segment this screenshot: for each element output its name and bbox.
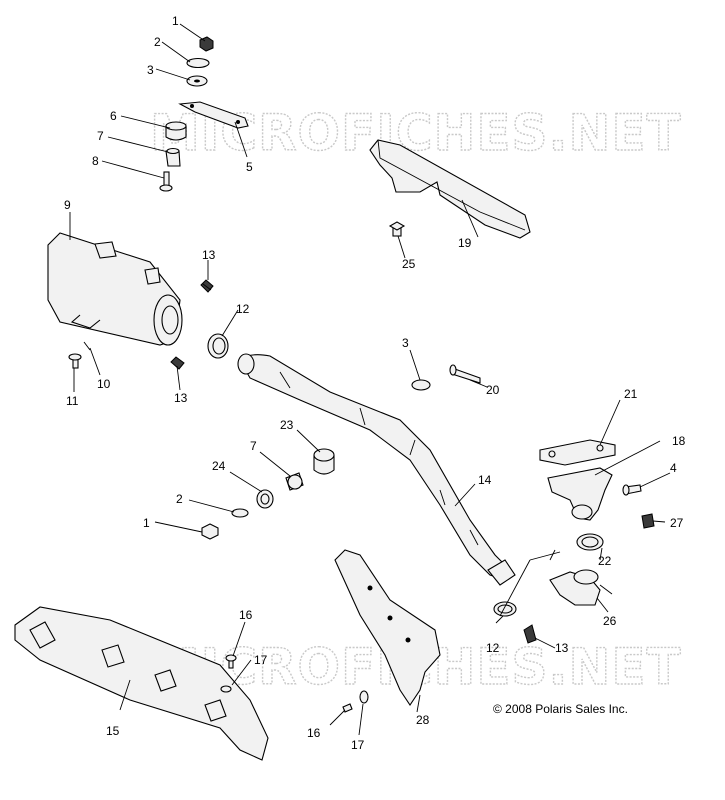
label-20: 20 (486, 383, 500, 397)
label-11: 11 (66, 394, 79, 408)
label-12-b: 12 (486, 641, 500, 655)
gasket-12-b (493, 601, 517, 617)
label-15: 15 (106, 724, 120, 738)
gasket-22 (576, 533, 604, 551)
label-17-b: 17 (351, 738, 365, 752)
heat-shield-28 (334, 549, 441, 706)
nut-1-top (199, 36, 214, 52)
label-7: 7 (97, 129, 104, 143)
label-4: 4 (670, 461, 677, 475)
copyright-notice: © 2008 Polaris Sales Inc. (493, 702, 628, 716)
label-26: 26 (603, 614, 617, 628)
washer-2-top (186, 57, 210, 69)
stud-20 (449, 364, 481, 384)
label-24: 24 (212, 459, 226, 473)
label-18: 18 (672, 434, 686, 448)
label-1-b: 1 (143, 516, 150, 530)
label-2: 2 (154, 35, 161, 49)
label-9: 9 (64, 198, 71, 212)
spring-13-a (200, 279, 214, 293)
leader-lines (69, 23, 671, 736)
label-3-b: 3 (402, 336, 409, 350)
label-2-b: 2 (176, 492, 183, 506)
muffler-9 (47, 232, 183, 346)
y-pipe-26 (549, 549, 613, 606)
label-14: 14 (478, 473, 492, 487)
spring-27 (641, 513, 655, 529)
gasket-12-a (207, 333, 229, 359)
label-22: 22 (598, 554, 612, 568)
label-5: 5 (246, 160, 253, 174)
washer-17-b (359, 690, 369, 704)
watermark-top: MICROFICHES.NET (150, 104, 682, 162)
bracket-5 (178, 101, 249, 129)
heat-shield-19 (369, 139, 531, 239)
heat-shield-15 (14, 606, 269, 761)
exhaust-manifold-18 (547, 467, 613, 521)
grommet-23 (313, 448, 335, 475)
gasket-21 (539, 439, 616, 466)
label-13: 13 (202, 248, 216, 262)
label-16-b: 16 (307, 726, 321, 740)
label-28: 28 (416, 713, 430, 727)
label-27: 27 (670, 516, 684, 530)
label-16: 16 (239, 608, 253, 622)
label-19: 19 (458, 236, 472, 250)
spring-13-c (523, 624, 537, 644)
label-3: 3 (147, 63, 154, 77)
label-8: 8 (92, 154, 99, 168)
bushing-7-mid (285, 472, 304, 491)
bolt-8 (159, 171, 173, 192)
label-25: 25 (402, 257, 416, 271)
label-7-b: 7 (250, 439, 257, 453)
head-pipe-14 (237, 353, 516, 586)
bolt-16-a (225, 654, 237, 669)
label-13-c: 13 (555, 641, 569, 655)
spring-13-b (170, 356, 185, 370)
washer-24 (256, 489, 274, 509)
washer-3-mid (411, 379, 431, 391)
callout-labels: 1 2 3 6 5 7 8 9 19 25 13 12 10 11 13 3 2… (64, 14, 686, 752)
bolt-25 (388, 221, 406, 237)
label-13-b: 13 (174, 391, 188, 405)
washer-17-a (220, 685, 232, 693)
nut-1-mid (201, 523, 219, 540)
bushing-7-top (165, 147, 181, 167)
label-23: 23 (280, 418, 294, 432)
clip-10 (83, 341, 91, 351)
label-12: 12 (236, 302, 250, 316)
label-10: 10 (97, 377, 111, 391)
label-6: 6 (110, 109, 117, 123)
bolt-11 (68, 353, 82, 369)
grommet-6 (165, 121, 187, 141)
label-17: 17 (254, 653, 268, 667)
washer-2-mid (231, 508, 249, 518)
label-1: 1 (172, 14, 179, 28)
label-21: 21 (624, 387, 638, 401)
bolt-4 (622, 484, 642, 496)
